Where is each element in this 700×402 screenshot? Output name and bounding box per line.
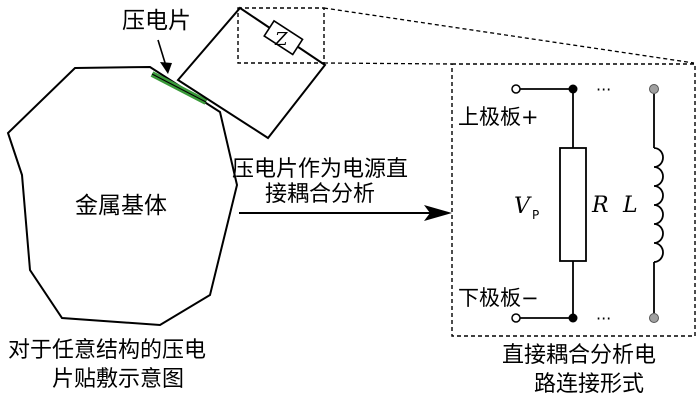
zoom-box: [237, 7, 325, 64]
inductor-label: L: [622, 193, 638, 218]
bottom-plate-label: 下极板−: [458, 286, 539, 310]
piezo-label: 压电片: [122, 8, 191, 34]
bottom-right-terminal: [649, 313, 659, 323]
caption-left-line1: 对于任意结构的压电: [8, 338, 206, 363]
top-ellipsis: ···: [596, 80, 611, 99]
resistor-label: R: [591, 193, 609, 218]
top-right-terminal: [649, 84, 659, 94]
zoom-line-top: [323, 7, 695, 64]
source-label: V: [514, 194, 532, 219]
circuit-box: [451, 63, 696, 337]
lead-box: [176, 6, 327, 140]
top-left-terminal: [511, 84, 521, 94]
piezo-patch-edge: [151, 73, 207, 103]
top-plate-label: 上极板+: [458, 105, 539, 129]
bottom-ellipsis: ···: [596, 309, 611, 328]
coupling-arrow-head: [424, 205, 452, 221]
resistor: [559, 147, 587, 262]
piezo-pointer-head: [160, 62, 172, 74]
source-subscript: P: [532, 208, 539, 222]
impedance-label: Z: [274, 29, 288, 50]
arrow-text-line1: 压电片作为电源直: [232, 157, 408, 182]
piezo-pointer: [157, 39, 167, 67]
metal-base-label: 金属基体: [75, 193, 167, 219]
bottom-left-terminal: [511, 313, 521, 323]
arrow-text-line2: 接耦合分析: [265, 182, 375, 207]
inductor-coil: [653, 147, 664, 263]
zoom-line-bottom: [323, 62, 453, 65]
caption-left-line2: 片贴敷示意图: [52, 367, 184, 392]
caption-right-line2: 路连接形式: [534, 372, 644, 397]
impedance-block: [263, 19, 304, 56]
caption-right-line1: 直接耦合分析电: [502, 343, 656, 368]
